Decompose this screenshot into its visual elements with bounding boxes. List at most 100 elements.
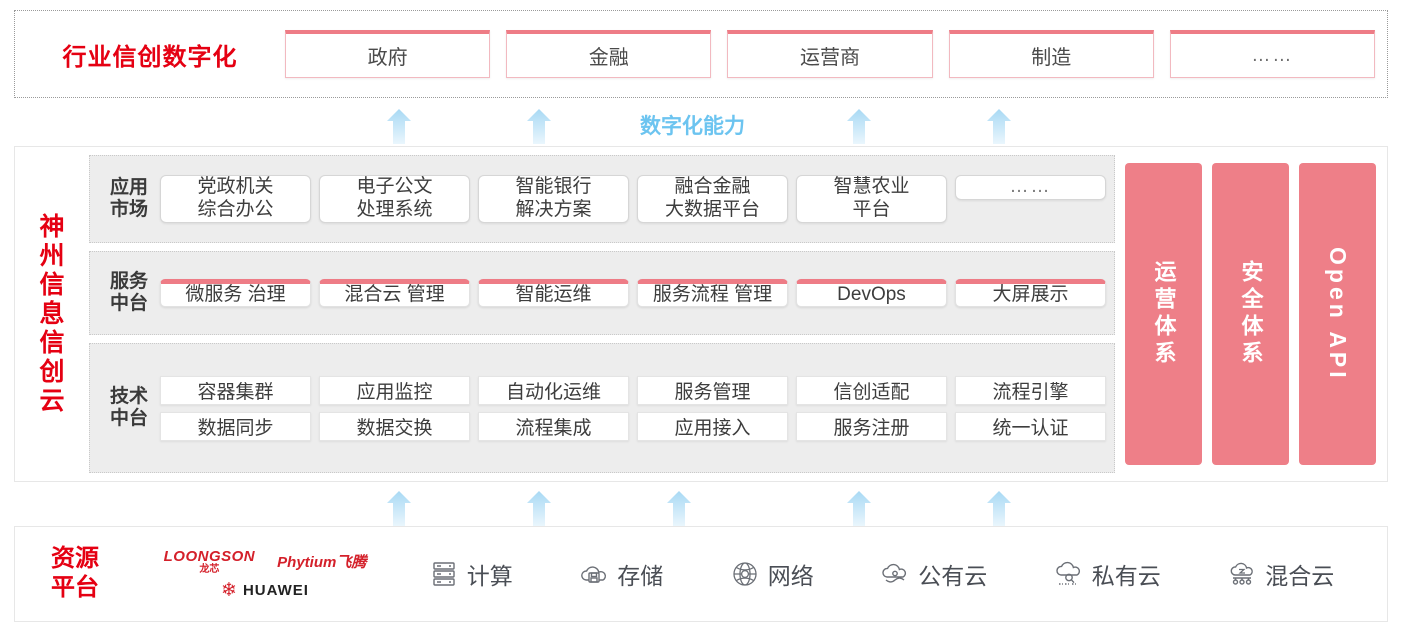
industry-card-manufacturing[interactable]: 制造 [948, 30, 1154, 78]
tech-card-data-exchange[interactable]: 数据交换 [319, 411, 470, 441]
tier-technology-platform: 技术 中台 容器集群 应用监控 自动化运维 服务管理 信创适配 流程引擎 [89, 343, 1115, 473]
card-line: 智能银行 [515, 176, 592, 198]
side-panel-label: 运营体系 [1151, 260, 1177, 368]
card-line: DevOps [837, 283, 906, 305]
svc-card-hybrid-cloud-management[interactable]: 混合云 管理 [319, 278, 470, 308]
tier-label-technology-platform: 技术 中台 [98, 386, 160, 430]
up-arrow-icon [978, 490, 1020, 526]
tech-card-service-registry[interactable]: 服务注册 [796, 411, 947, 441]
tech-card-application-access[interactable]: 应用接入 [637, 411, 788, 441]
tech-card-xinchuang-adaptation[interactable]: 信创适配 [796, 375, 947, 405]
tier-application-market: 应用 市场 党政机关 综合办公 电子公文 [89, 155, 1115, 243]
up-arrow-icon [378, 490, 420, 526]
industry-title: 行业信创数字化 [62, 43, 238, 71]
tech-card-service-management[interactable]: 服务管理 [637, 375, 788, 405]
resource-item-label: 公有云 [918, 563, 988, 589]
resource-item-network[interactable]: 网络 [729, 557, 814, 591]
app-card-smart-bank[interactable]: 智能银行 解决方案 [478, 175, 629, 223]
tier-label-line: 市场 [109, 199, 148, 220]
up-arrow-icon [378, 108, 420, 144]
vendor-logo-row-2: ❄ HUAWEI [221, 581, 309, 600]
resource-item-hybrid-cloud[interactable]: 混合云 [1226, 557, 1334, 591]
tech-card-container-cluster[interactable]: 容器集群 [160, 375, 311, 405]
side-panel-operations-system[interactable]: 运营体系 [1125, 163, 1202, 465]
svc-card-service-process-management[interactable]: 服务流程 管理 [637, 278, 788, 308]
private-cloud-icon [1053, 558, 1085, 590]
side-panel-group: 运营体系 安全体系 Open API [1125, 155, 1377, 473]
cloud-title-char: 信 [39, 328, 65, 357]
industry-card-finance[interactable]: 金融 [506, 30, 712, 78]
network-icon [729, 558, 761, 590]
svc-card-microservice-governance[interactable]: 微服务 治理 [160, 278, 311, 308]
resource-item-label: 混合云 [1265, 563, 1335, 589]
huawei-logo-text: HUAWEI [242, 581, 309, 599]
resource-item-compute[interactable]: 计算 [428, 557, 513, 591]
cloud-title-char: 州 [39, 241, 65, 270]
tier-label-line: 技术 [109, 385, 148, 407]
storage-cloud-icon [578, 558, 610, 590]
svc-card-devops[interactable]: DevOps [796, 278, 947, 308]
cloud-platform-title: 神 州 信 息 信 创 云 [15, 147, 89, 481]
hybrid-cloud-icon [1226, 558, 1258, 590]
cloud-title-char: 息 [39, 299, 65, 328]
tech-card-process-engine[interactable]: 流程引擎 [955, 375, 1106, 405]
card-line: 党政机关 [197, 176, 274, 198]
up-arrow-icon [978, 108, 1020, 144]
svc-card-large-screen-display[interactable]: 大屏展示 [955, 278, 1106, 308]
app-card-edoc-system[interactable]: 电子公文 处理系统 [319, 175, 470, 223]
side-panel-label: 安全体系 [1238, 260, 1264, 368]
technology-platform-cards: 容器集群 应用监控 自动化运维 服务管理 信创适配 流程引擎 数据同步 数据交换… [160, 375, 1106, 441]
app-card-smart-agriculture[interactable]: 智慧农业 平台 [796, 175, 947, 223]
tech-card-application-monitoring[interactable]: 应用监控 [319, 375, 470, 405]
loongson-logo: LOONGSON 龙芯 [164, 549, 256, 575]
card-line: 大数据平台 [664, 199, 760, 220]
resource-item-private-cloud[interactable]: 私有云 [1053, 557, 1161, 591]
card-line: 处理系统 [356, 199, 433, 220]
card-line: 服务流程 [652, 283, 729, 305]
app-card-government-office[interactable]: 党政机关 综合办公 [160, 175, 311, 223]
resource-platform-band: 资源 平台 LOONGSON 龙芯 Phytium飞腾 ❄ HUAWEI [14, 526, 1388, 622]
side-panel-security-system[interactable]: 安全体系 [1212, 163, 1289, 465]
cloud-platform-body: 应用 市场 党政机关 综合办公 电子公文 [89, 147, 1387, 481]
tech-card-process-integration[interactable]: 流程集成 [478, 411, 629, 441]
capability-label: 数字化能力 [640, 115, 745, 138]
service-platform-cards: 微服务 治理 混合云 管理 智能运维 [160, 278, 1106, 308]
tier-column: 应用 市场 党政机关 综合办公 电子公文 [89, 155, 1115, 473]
tech-card-automated-ops[interactable]: 自动化运维 [478, 375, 629, 405]
application-market-cards: 党政机关 综合办公 电子公文 处理系统 智能银行 [160, 175, 1106, 223]
resource-item-label: 存储 [617, 563, 664, 589]
tech-card-data-sync[interactable]: 数据同步 [160, 411, 311, 441]
resource-item-label: 计算 [466, 563, 513, 589]
phytium-logo: Phytium飞腾 [277, 554, 367, 571]
vendor-logo-group: LOONGSON 龙芯 Phytium飞腾 ❄ HUAWEI [135, 549, 395, 600]
loongson-logo-en: LOONGSON [163, 547, 256, 565]
resource-title-line: 资源 [51, 545, 99, 573]
resource-item-public-cloud[interactable]: 公有云 [879, 557, 987, 591]
side-panel-open-api[interactable]: Open API [1299, 163, 1376, 465]
capability-arrow-strip: 数字化能力 [0, 104, 1402, 144]
card-line: 平台 [852, 199, 891, 220]
public-cloud-icon [879, 558, 911, 590]
industry-card-more[interactable]: …… [1169, 30, 1376, 78]
svc-card-intelligent-ops[interactable]: 智能运维 [478, 278, 629, 308]
app-card-finance-bigdata[interactable]: 融合金融 大数据平台 [637, 175, 788, 223]
card-line: 智能运维 [515, 283, 592, 305]
cloud-title-char: 神 [39, 212, 65, 241]
tech-card-unified-auth[interactable]: 统一认证 [955, 411, 1106, 441]
card-line: 解决方案 [515, 199, 592, 220]
technology-row-2: 数据同步 数据交换 流程集成 应用接入 服务注册 统一认证 [160, 411, 1106, 441]
server-icon [428, 558, 460, 590]
industry-card-operator[interactable]: 运营商 [727, 30, 933, 78]
cloud-title-char: 云 [39, 386, 65, 415]
up-arrow-icon [658, 490, 700, 526]
app-card-more[interactable]: …… [955, 175, 1106, 200]
card-line: 综合办公 [197, 199, 274, 220]
industry-card-government[interactable]: 政府 [285, 30, 491, 78]
up-arrow-icon [838, 108, 880, 144]
cloud-platform-panel: 神 州 信 息 信 创 云 应用 市场 [14, 146, 1388, 482]
up-arrow-icon [518, 490, 560, 526]
resource-item-storage[interactable]: 存储 [578, 557, 663, 591]
loongson-logo-cn: 龙芯 [199, 563, 220, 575]
card-line: 治理 [247, 283, 286, 305]
